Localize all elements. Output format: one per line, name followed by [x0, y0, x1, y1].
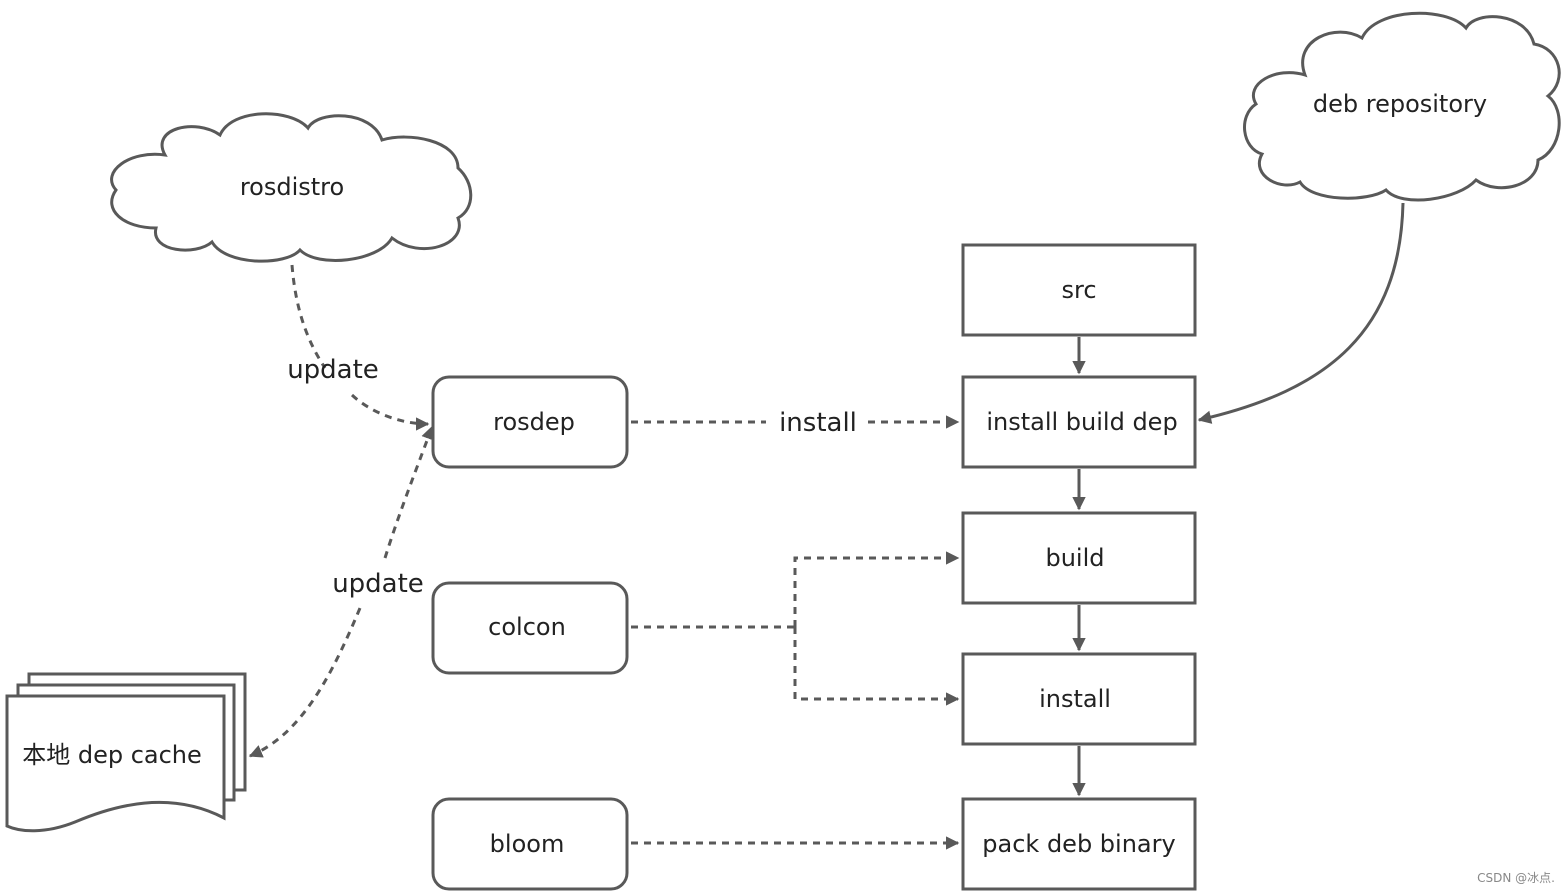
src-node: src [961, 243, 1197, 337]
src-label: src [1061, 276, 1096, 304]
build-label: build [1045, 544, 1104, 572]
rosdistro-label: rosdistro [240, 173, 344, 201]
colcon-node: colcon [431, 581, 629, 675]
deb-repository-label: deb repository [1313, 90, 1487, 118]
edge-colcon-to-build [793, 551, 960, 627]
pack-deb-binary-label: pack deb binary [982, 830, 1175, 858]
install-label: install [1039, 685, 1111, 713]
colcon-label: colcon [488, 613, 566, 641]
install-build-dep-label: install build dep [986, 408, 1177, 436]
local-dep-cache-label: 本地 dep cache [22, 741, 202, 769]
bloom-node: bloom [431, 797, 629, 891]
install-build-dep-node: install build dep [961, 375, 1197, 469]
bloom-label: bloom [490, 830, 565, 858]
deb-repository-cloud: deb repository [1243, 11, 1561, 202]
pack-deb-binary-node: pack deb binary [961, 797, 1197, 891]
edge-label-update-cache: update [332, 569, 424, 599]
arrow-deb-repository-to-install-build-dep [1197, 202, 1405, 424]
edge-cache-rosdep [250, 427, 432, 756]
rosdep-label: rosdep [493, 408, 575, 436]
edge-label-install: install [779, 408, 857, 438]
local-dep-cache-node: 本地 dep cache [5, 672, 247, 833]
install-node: install [961, 652, 1197, 746]
edge-label-update-rosdistro: update [287, 355, 379, 385]
edge-rosdistro-to-rosdep [290, 264, 428, 424]
build-node: build [961, 511, 1197, 605]
watermark: CSDN @冰点. [1477, 871, 1555, 885]
rosdep-node: rosdep [431, 375, 629, 469]
edge-colcon-to-install [793, 627, 960, 706]
rosdistro-cloud: rosdistro [110, 112, 473, 263]
